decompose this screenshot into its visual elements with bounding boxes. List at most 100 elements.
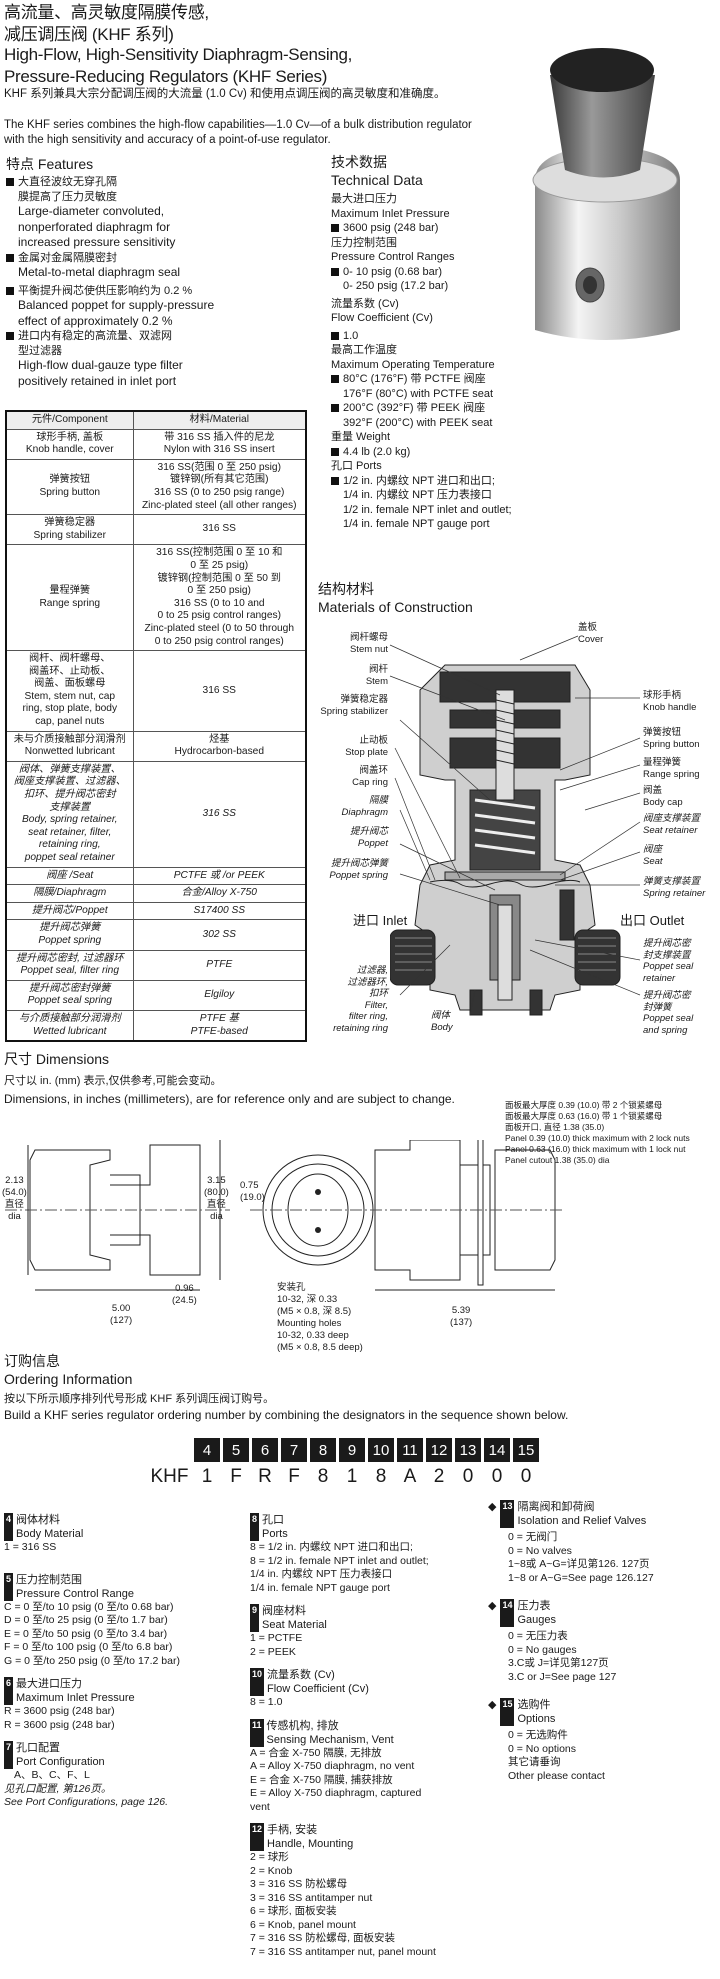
bullet-icon bbox=[6, 286, 14, 295]
label-seat-retainer: 阀座支撑装置 Seat retainer bbox=[643, 813, 701, 836]
feature-cn: 进口内有稳定的高流量、双滤网 型过滤器 bbox=[18, 330, 172, 357]
label-poppet-spring: 提升阀芯弹簧 Poppet spring bbox=[329, 858, 388, 881]
label-spring-retainer: 弹簧支撑装置 Spring retainer bbox=[643, 876, 706, 899]
cross-section-diagram bbox=[390, 664, 621, 1016]
label-stem: 阀杆 Stem bbox=[365, 664, 388, 687]
technical-data: 技术数据 Technical Data 最大进口压力 Maximum Inlet… bbox=[331, 153, 531, 532]
dim-0-75: 0.75 (19.0) bbox=[240, 1180, 265, 1203]
feature-en: High-flow dual-gauze type filter positiv… bbox=[18, 358, 183, 388]
position-box: 10 bbox=[368, 1438, 394, 1462]
feature-cn: 平衡提升阀芯使供压影响约为 0.2 % bbox=[18, 284, 193, 297]
position-box: 14 bbox=[484, 1438, 510, 1462]
code-prefix: KHF bbox=[150, 1466, 189, 1487]
tech-heading-en: Technical Data bbox=[331, 172, 423, 188]
label-diaphragm: 隔膜 Diaphragm bbox=[341, 795, 388, 818]
range-value: 0- 10 psig (0.68 bar) 0- 250 psig (17.2 … bbox=[331, 265, 531, 294]
position-box: 8 bbox=[310, 1438, 336, 1462]
code-char: 1 bbox=[346, 1466, 358, 1487]
weight-label: 重量 Weight bbox=[331, 431, 391, 443]
dimensions-note-en: Dimensions, in inches (millimeters), are… bbox=[4, 1092, 455, 1106]
position-box: 12 bbox=[426, 1438, 452, 1462]
panel-note: 面板最大厚度 0.39 (10.0) 带 2 个锁紧螺母 面板最大厚度 0.63… bbox=[505, 1100, 690, 1165]
code-char: 2 bbox=[433, 1466, 445, 1487]
diamond-icon: ◆ bbox=[488, 1501, 497, 1513]
weight-value: 4.4 lb (2.0 kg) bbox=[331, 445, 531, 460]
inlet-label: 最大进口压力 Maximum Inlet Pressure bbox=[331, 193, 450, 220]
label-poppet-seal-retainer: 提升阀芯密 封支撑装置 Poppet seal retainer bbox=[643, 938, 694, 984]
code-char: A bbox=[403, 1466, 417, 1487]
feature-en: Metal-to-metal diaphragm seal bbox=[18, 265, 181, 279]
cv-label: 流量系数 (Cv) Flow Coefficient (Cv) bbox=[331, 297, 433, 325]
label-cover: 盖板 Cover bbox=[578, 622, 604, 645]
temp-label: 最高工作温度 Maximum Operating Temperature bbox=[331, 344, 495, 371]
feature-item: 平衡提升阀芯使供压影响约为 0.2 %Balanced poppet for s… bbox=[6, 284, 306, 330]
ordering-heading-en: Ordering Information bbox=[4, 1371, 133, 1387]
table-row: 阀体、弹簧支撑装置、 阀座支撑装置、过滤器、 扣环、提升阀芯密封 支撑装置 Bo… bbox=[5, 760, 307, 868]
ordering-note-en: Build a KHF series regulator ordering nu… bbox=[4, 1408, 569, 1422]
dim-3-15: 3.15 (80.0) 直径 dia bbox=[204, 1175, 229, 1222]
label-range-spring: 量程弹簧 Range spring bbox=[643, 757, 700, 780]
code-char: F bbox=[288, 1466, 300, 1487]
label-stem-nut: 阀杆螺母 Stem nut bbox=[349, 632, 388, 655]
label-body-cap: 阀盖 Body cap bbox=[643, 785, 683, 808]
dim-2-13: 2.13 (54.0) 直径 dia bbox=[2, 1175, 27, 1222]
ports-value: 1/2 in. 内螺纹 NPT 进口和出口; 1/4 in. 内螺纹 NPT 压… bbox=[331, 474, 531, 532]
position-box: 15 bbox=[513, 1438, 539, 1462]
position-box: 5 bbox=[223, 1438, 249, 1462]
bullet-icon bbox=[6, 178, 14, 186]
intro-cn: KHF 系列兼具大宗分配调压阀的大流量 (1.0 Cv) 和使用点调压阀的高灵敏… bbox=[4, 88, 446, 100]
code-char: R bbox=[258, 1466, 272, 1487]
code-char: 8 bbox=[375, 1466, 387, 1487]
code-char: 8 bbox=[317, 1466, 329, 1487]
ordering-heading-cn: 订购信息 bbox=[4, 1353, 60, 1369]
label-stop-plate: 止动板 Stop plate bbox=[345, 735, 388, 758]
ordering-note-cn: 按以下所示顺序排列代号形成 KHF 系列调压阀订购号。 bbox=[4, 1393, 275, 1405]
diamond-icon: ◆ bbox=[488, 1600, 497, 1612]
code-char: 1 bbox=[201, 1466, 213, 1487]
diamond-icon: ◆ bbox=[488, 1699, 497, 1711]
position-box: 9 bbox=[339, 1438, 365, 1462]
temp-value: 200°C (392°F) 带 PEEK 阀座 392°F (200°C) wi… bbox=[331, 401, 531, 430]
mounting-holes-note: 安装孔 10-32, 深 0.33 (M5 × 0.8, 深 8.5) Moun… bbox=[277, 1282, 363, 1353]
product-photo bbox=[532, 48, 680, 340]
label-outlet: 出口 Outlet bbox=[620, 913, 685, 928]
feature-cn: 金属对金属隔膜密封 bbox=[18, 251, 117, 264]
code-char: 0 bbox=[491, 1466, 503, 1487]
label-filter: 过滤器, 过滤器环, 扣环 Filter, filter ring, retai… bbox=[333, 965, 388, 1034]
intro-en: The KHF series combines the high-flow ca… bbox=[4, 119, 472, 146]
label-spring-stabilizer: 弹簧稳定器 Spring stabilizer bbox=[320, 694, 388, 717]
tech-heading-cn: 技术数据 bbox=[331, 154, 387, 170]
construction-heading-cn: 结构材料 bbox=[318, 581, 374, 597]
dimensions-heading: 尺寸 Dimensions bbox=[4, 1051, 110, 1067]
features-heading: 特点 Features bbox=[6, 156, 94, 172]
dimensions-note-cn: 尺寸以 in. (mm) 表示,仅供参考,可能会变动。 bbox=[4, 1075, 222, 1087]
dim-5-00: 5.00 (127) bbox=[110, 1303, 133, 1326]
range-label: 压力控制范围 Pressure Control Ranges bbox=[331, 236, 455, 264]
position-box: 6 bbox=[252, 1438, 278, 1462]
